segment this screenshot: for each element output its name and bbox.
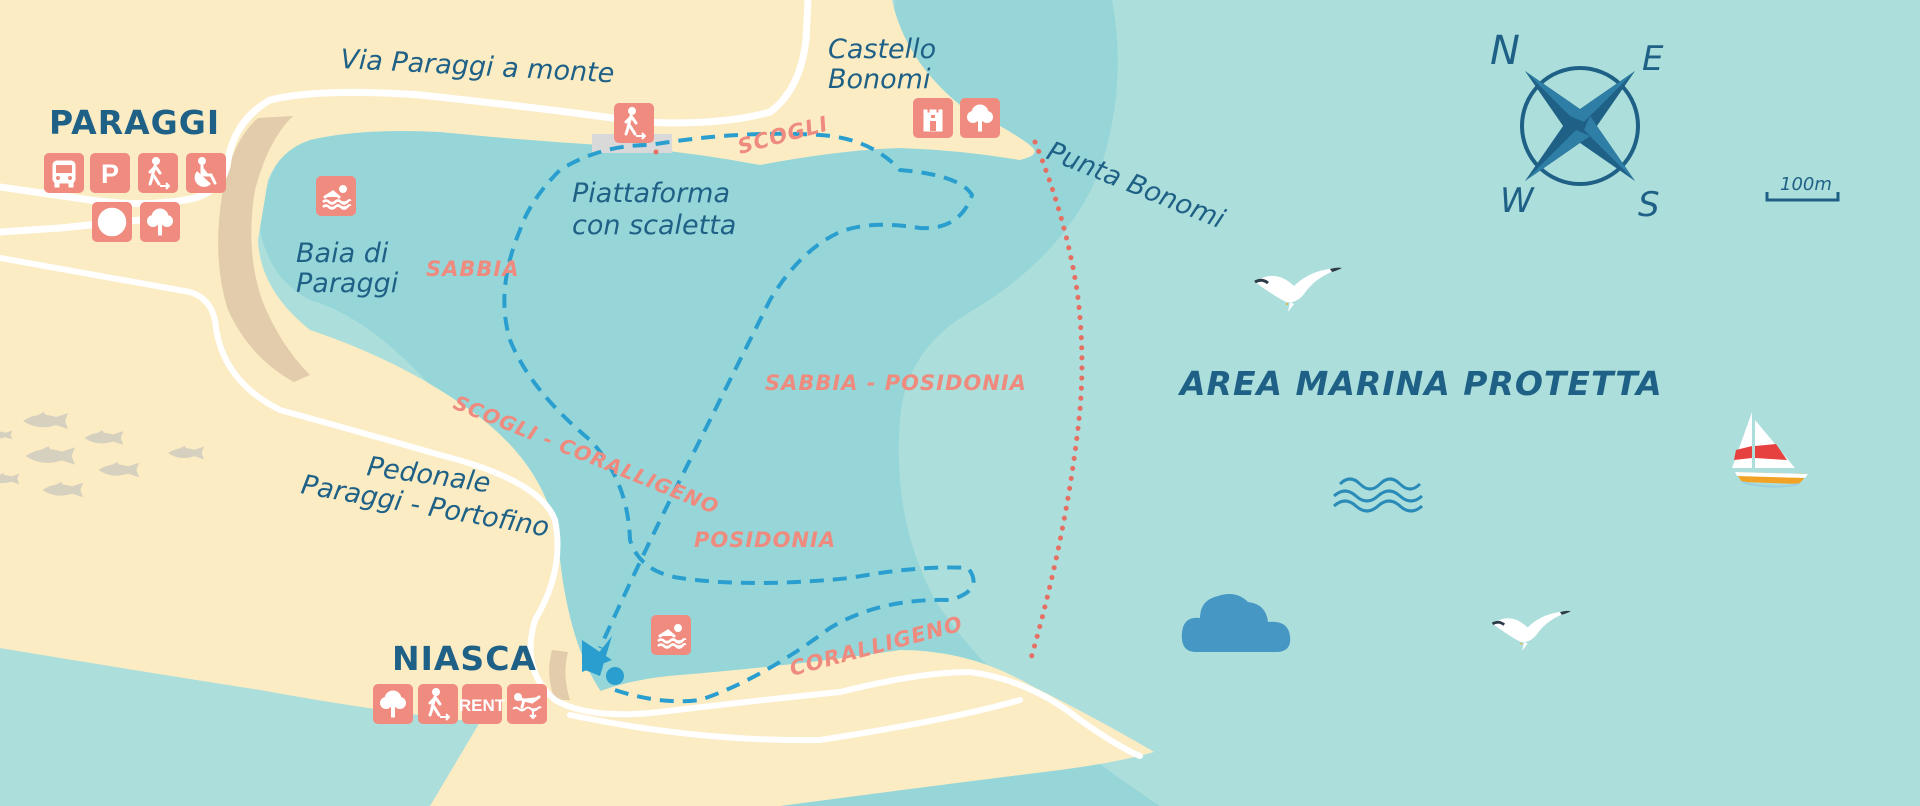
snorkel-route (502, 131, 976, 704)
wheelchair-icon (186, 153, 226, 193)
label-baia-di: Baia di (296, 238, 389, 269)
town-niasca: NIASCA (392, 639, 537, 678)
paraggi-icons (44, 153, 226, 242)
scale-label: 100m (1780, 174, 1832, 195)
waves-icon (1332, 477, 1424, 513)
sailboat-icon (1732, 412, 1808, 488)
hiking-icon (138, 153, 178, 193)
compass-e: E (1642, 39, 1664, 79)
niasca-beach (549, 650, 570, 700)
seabed-sabbia: SABBIA (426, 257, 519, 281)
swimming-icon (651, 615, 691, 655)
route-start-dot (606, 667, 624, 685)
label-piattaforma: Piattaforma (572, 178, 730, 209)
seabed-sabbia-posidonia: SABBIA - POSIDONIA (765, 371, 1027, 395)
paraggi-beach (218, 116, 310, 382)
bay-water (260, 0, 1160, 806)
tree-icon (373, 684, 413, 724)
tree-icon (960, 98, 1000, 138)
protected-area-boundary (1027, 139, 1085, 665)
cloud-icon (1181, 594, 1291, 652)
south-coast-land (0, 648, 480, 806)
label-castello: Castello (828, 34, 936, 65)
compass-w: W (1500, 181, 1535, 221)
protected-area-label: AREA MARINA PROTETTA (1177, 364, 1663, 403)
diving-icon (507, 684, 547, 724)
niasca-icons: RENT (373, 684, 547, 724)
label-con-scaletta: con scaletta (572, 210, 736, 241)
compass-rose (1520, 66, 1640, 186)
rent-icon-label: RENT (459, 696, 506, 715)
rent-icon: RENT (459, 684, 506, 724)
hiking-icon (418, 684, 458, 724)
seabed-posidonia: POSIDONIA (694, 528, 836, 552)
swimming-icon (316, 176, 356, 216)
target-icon (92, 202, 132, 242)
bus-icon (44, 153, 84, 193)
town-paraggi: PARAGGI (49, 103, 220, 142)
label-paraggi: Paraggi (296, 268, 399, 299)
parking-icon (90, 153, 130, 193)
compass-s: S (1638, 185, 1660, 225)
tree-icon (140, 202, 180, 242)
compass-n: N (1490, 28, 1520, 74)
platform-dot (653, 149, 659, 155)
hiking-icon (614, 103, 654, 143)
castle-icon (913, 98, 953, 138)
scale-bar (1765, 192, 1840, 202)
route-arrowhead (582, 640, 612, 672)
label-bonomi: Bonomi (828, 64, 931, 95)
southwest-land-fill (0, 120, 532, 712)
